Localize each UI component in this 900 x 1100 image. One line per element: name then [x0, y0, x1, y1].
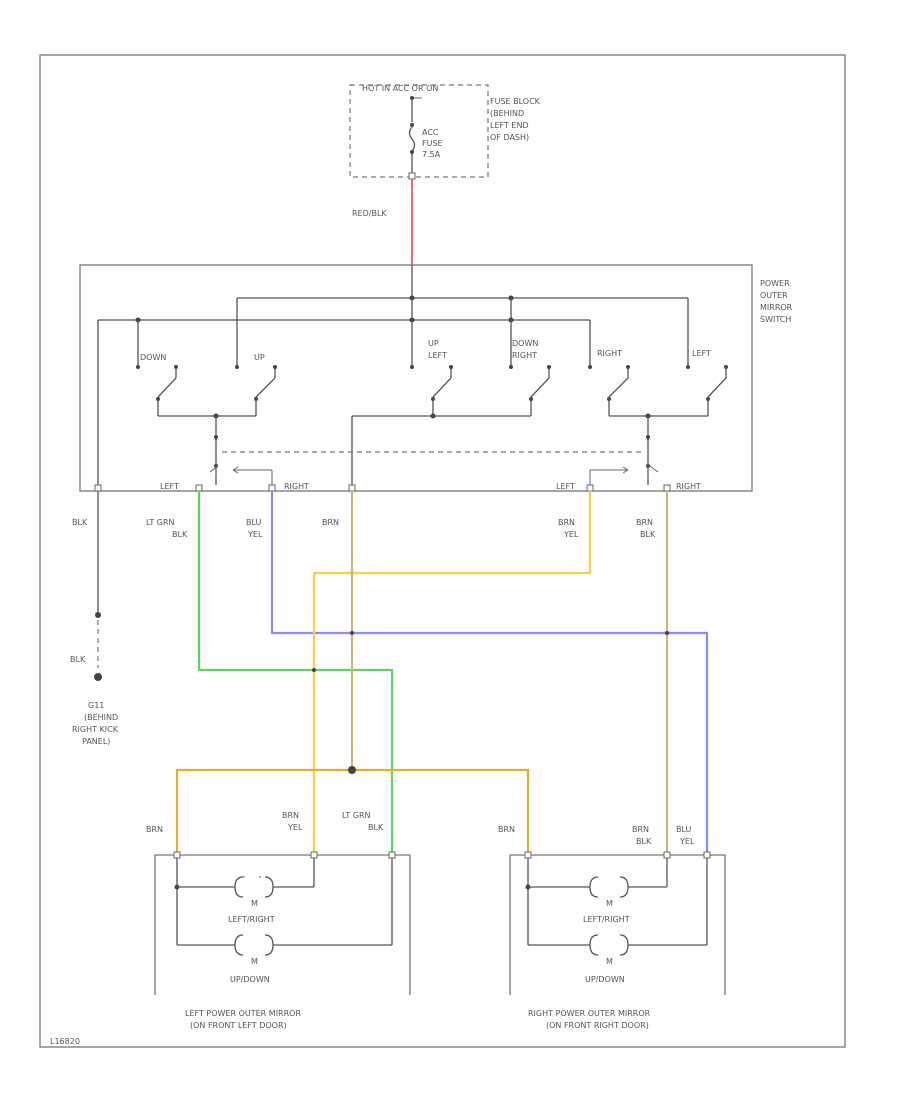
splice-point	[348, 766, 356, 774]
left-mirror: BRN BRN YEL LT GRN BLK M LEFT/RIGHT M UP…	[146, 811, 411, 1030]
fuse-block-location-3: LEFT END	[490, 121, 529, 130]
right-wire-brnblk-2: BLK	[636, 837, 652, 846]
wire-brn-yel	[312, 491, 592, 852]
wire-label-brn-yel-1: BRN	[558, 518, 575, 527]
right-wire-brnblk-1: BRN	[632, 825, 649, 834]
left-wire-brnyel-2: YEL	[287, 823, 303, 832]
ground-label-4: PANEL)	[82, 737, 110, 746]
switch-title-2: OUTER	[760, 291, 788, 300]
wire-label-blk: BLK	[72, 518, 88, 527]
right-wire-bluyel-1: BLU	[676, 825, 692, 834]
left-mirror-title-1: LEFT POWER OUTER MIRROR	[185, 1009, 301, 1018]
hot-label: HOT IN ACC OR ON	[362, 84, 438, 93]
wire-label-lt-grn: LT GRN	[146, 518, 175, 527]
right-mirror: BRN BRN BLK BLU YEL M LEFT/RIGHT M UP/DO…	[498, 825, 726, 1030]
left-mirror-title-2: (ON FRONT LEFT DOOR)	[190, 1021, 287, 1030]
wire-label-blk-2: BLK	[70, 655, 86, 664]
fuse-rating: 7.5A	[422, 150, 441, 159]
left-wire-ltgrn-1: LT GRN	[342, 811, 371, 820]
wire-label-brn-blk-2: BLK	[640, 530, 656, 539]
wire-label-yel: YEL	[247, 530, 263, 539]
contact-label-left: LEFT	[428, 351, 447, 360]
contact-label-left-2: LEFT	[692, 349, 711, 358]
left-motor-lr: LEFT/RIGHT	[228, 915, 275, 924]
fuse-block-location-1: FUSE BLOCK	[490, 97, 541, 106]
right-motor-ud: UP/DOWN	[585, 975, 625, 984]
right-mirror-title-1: RIGHT POWER OUTER MIRROR	[528, 1009, 651, 1018]
wire-label-red-blk: RED/BLK	[352, 209, 387, 218]
selector-right-label: RIGHT	[284, 482, 309, 491]
left-motor-ud: UP/DOWN	[230, 975, 270, 984]
diagram-code: L16820	[50, 1037, 80, 1046]
wire-label-brn-yel-2: YEL	[563, 530, 579, 539]
right-mirror-title-2: (ON FRONT RIGHT DOOR)	[546, 1021, 649, 1030]
ground-label-1: G11	[88, 701, 104, 710]
switch-title-4: SWITCH	[760, 315, 791, 324]
switch-title-3: MIRROR	[760, 303, 793, 312]
contact-label-up: UP	[254, 353, 265, 362]
fuse-name-2: FUSE	[422, 139, 443, 148]
ground-label-2: (BEHIND	[84, 713, 118, 722]
mirror-switch: POWER OUTER MIRROR SWITCH DOWN UP UP LEF…	[79, 264, 793, 492]
fuse-block-location-2: (BEHIND	[490, 109, 524, 118]
fuse-block-location-4: OF DASH)	[490, 133, 529, 142]
contact-label-right-2: RIGHT	[597, 349, 622, 358]
selector-right-label-2: RIGHT	[676, 482, 701, 491]
left-wire-ltgrn-2: BLK	[368, 823, 384, 832]
left-motor-m2: M	[251, 957, 258, 966]
wire-blu-yel	[270, 491, 709, 852]
fuse-block: HOT IN ACC OR ON ACC FUSE 7.5A FUSE BLOC…	[349, 84, 541, 180]
right-motor-m2: M	[606, 957, 613, 966]
left-wire-brnyel-1: BRN	[282, 811, 299, 820]
wire-label-blk-lr: BLK	[172, 530, 188, 539]
wire-label-brn-blk-1: BRN	[636, 518, 653, 527]
contact-label-down-2: DOWN	[512, 339, 538, 348]
contact-label-down: DOWN	[140, 353, 166, 362]
wire-lt-grn-blk	[197, 491, 394, 852]
wire-label-blu: BLU	[246, 518, 262, 527]
left-wire-brn: BRN	[146, 825, 163, 834]
selector-left-label-2: LEFT	[556, 482, 575, 491]
right-wire-brn: BRN	[498, 825, 515, 834]
right-motor-lr: LEFT/RIGHT	[583, 915, 630, 924]
selector-left-label: LEFT	[160, 482, 179, 491]
fuse-name: ACC	[422, 128, 439, 137]
left-motor-m1: M	[251, 899, 258, 908]
diagram-frame	[39, 54, 846, 1048]
ground-label-3: RIGHT KICK	[72, 725, 119, 734]
switch-title-1: POWER	[760, 279, 790, 288]
ground-circuit: BLK BLK G11 (BEHIND RIGHT KICK PANEL)	[70, 491, 119, 746]
right-wire-bluyel-2: YEL	[679, 837, 695, 846]
wire-label-brn: BRN	[322, 518, 339, 527]
right-motor-m1: M	[606, 899, 613, 908]
contact-label-right: RIGHT	[512, 351, 537, 360]
contact-label-up-2: UP	[428, 339, 439, 348]
